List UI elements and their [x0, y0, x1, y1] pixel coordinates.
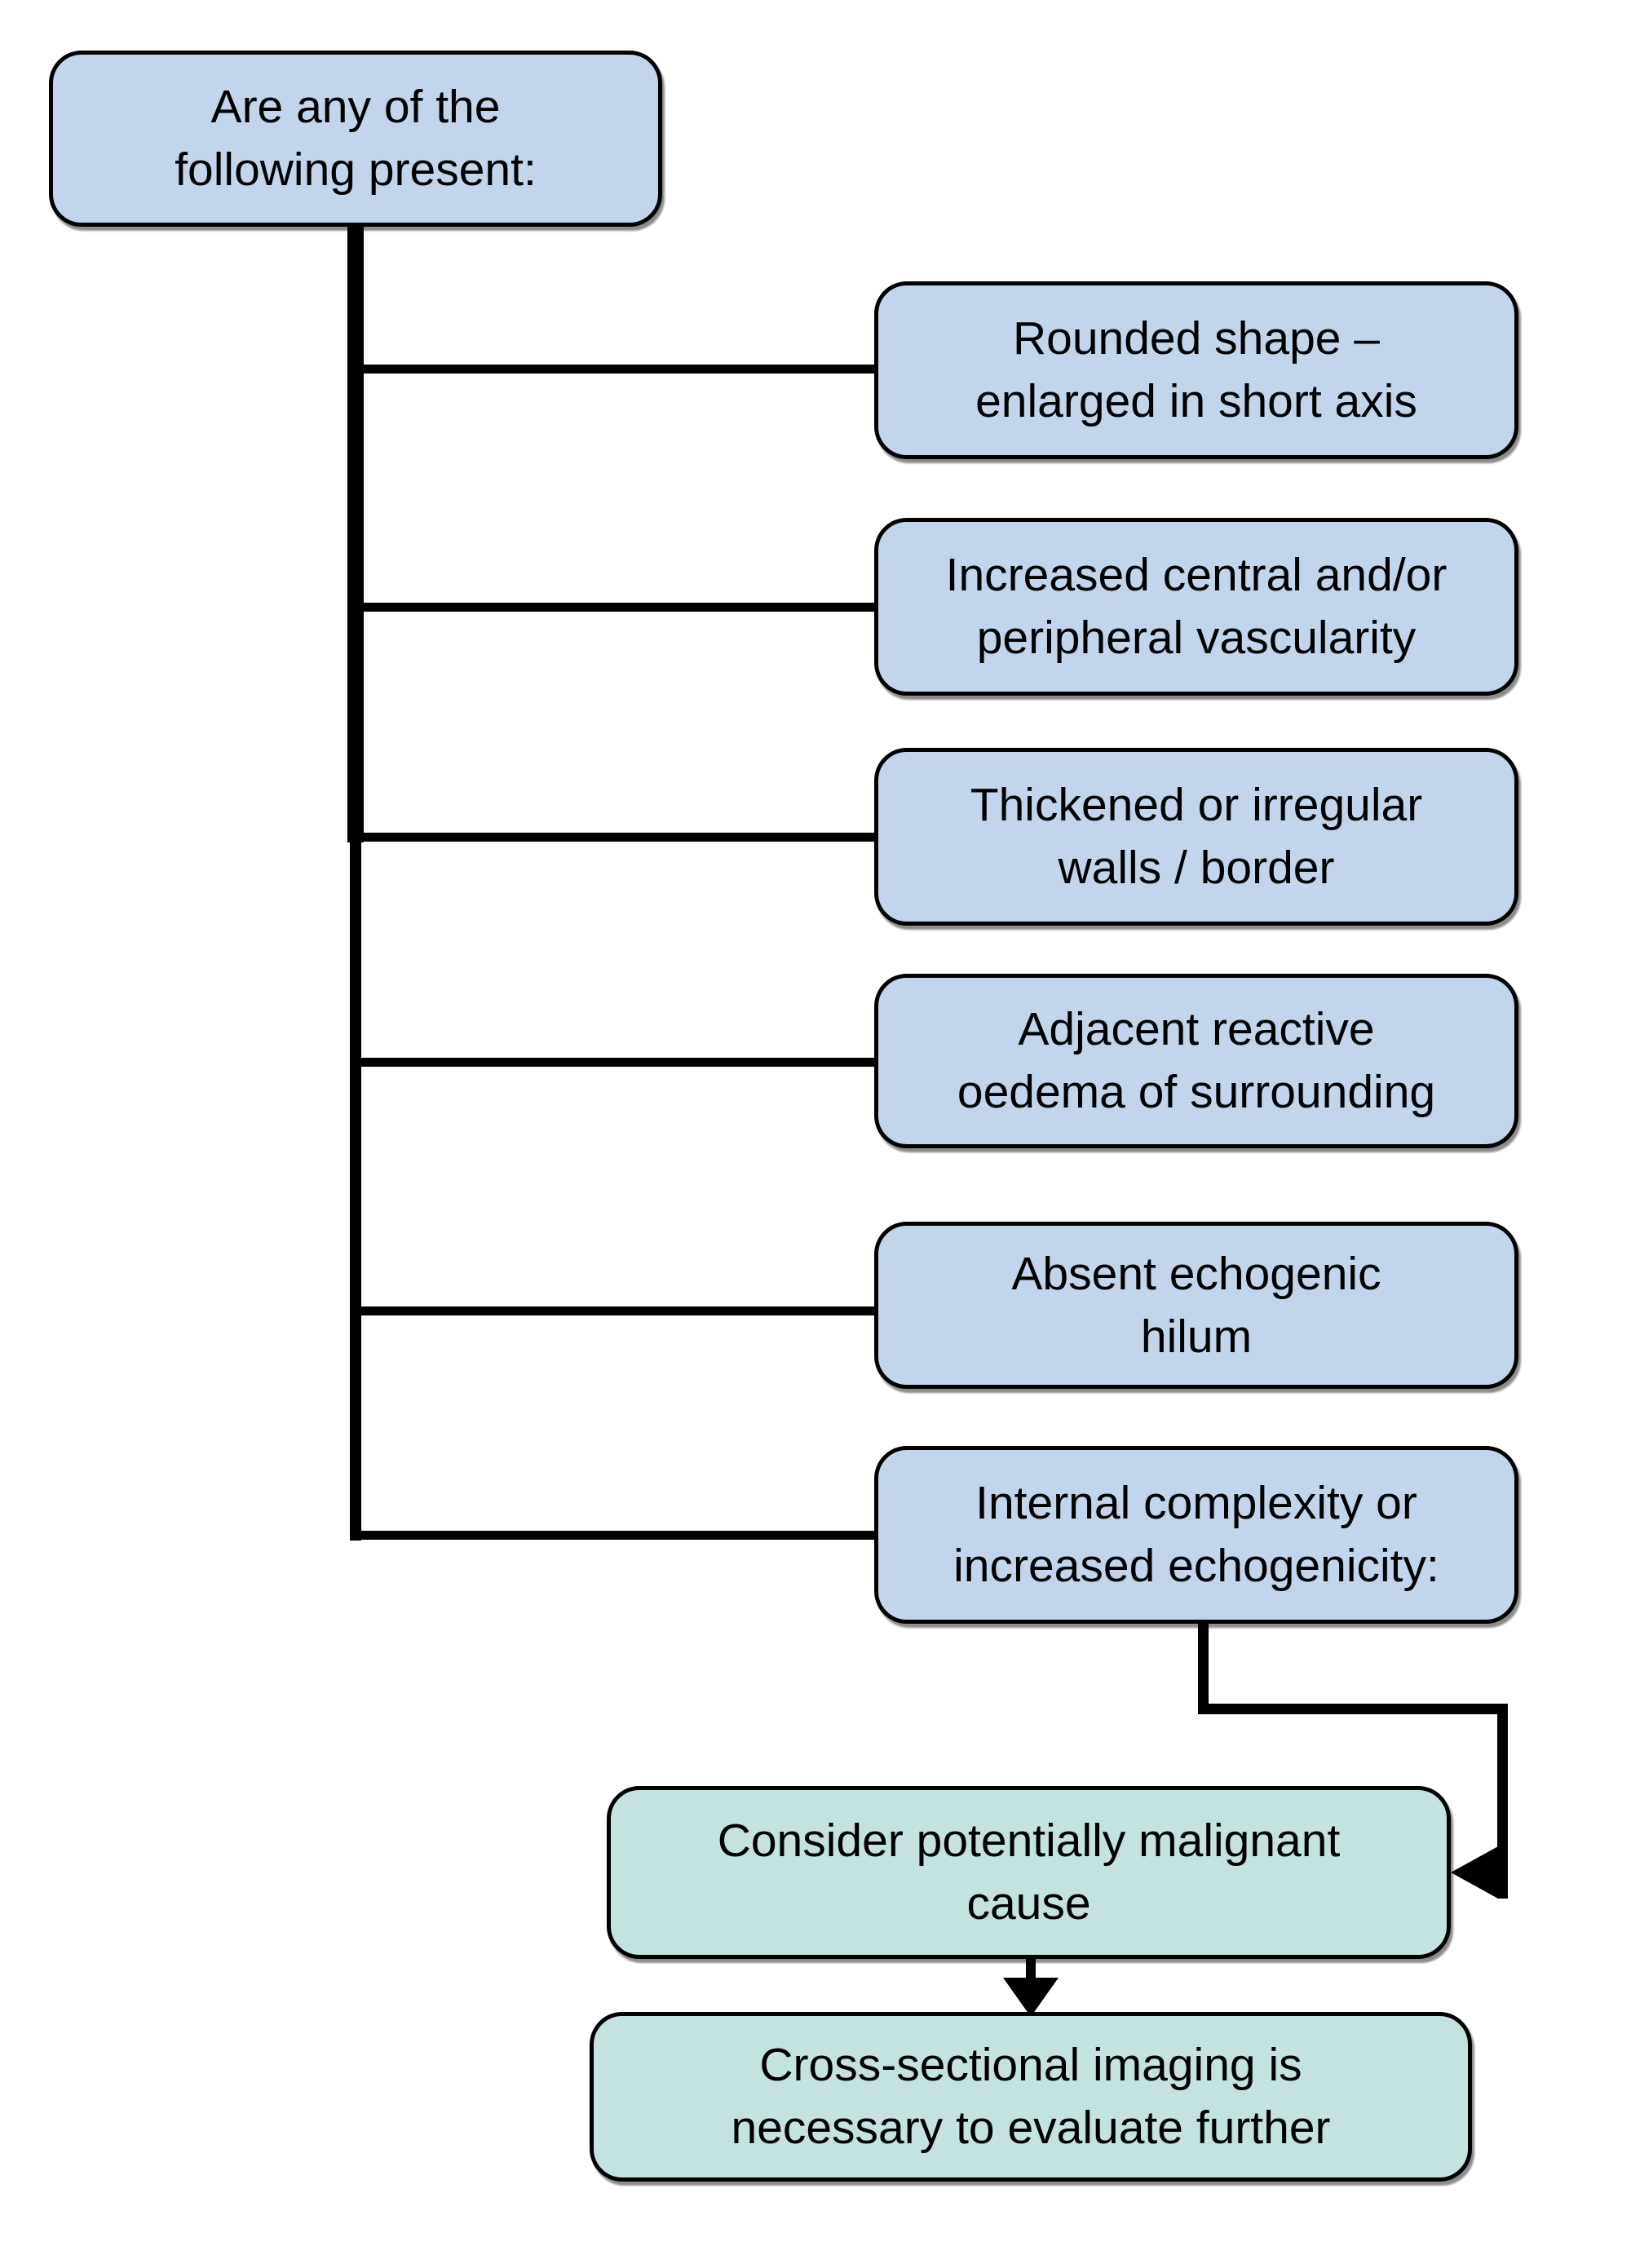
outcome-box-malignant-cause: Consider potentially malignant cause — [607, 1786, 1451, 1959]
elbow-connector-segment-down — [1198, 1622, 1209, 1714]
root-question-line: Are any of the — [210, 81, 501, 133]
branch-line-3 — [356, 833, 882, 842]
criterion-box-rounded-shape: Rounded shape – enlarged in short axis — [874, 281, 1518, 459]
root-question-line: following present: — [175, 144, 537, 196]
outcome-arrow-stem — [1026, 1957, 1036, 1982]
branch-line-2 — [356, 603, 882, 612]
criterion-box-vascularity: Increased central and/or peripheral vasc… — [874, 518, 1518, 696]
criterion-line: Rounded shape – — [1012, 312, 1381, 365]
outcome-line: necessary to evaluate further — [731, 2102, 1331, 2154]
root-question-box: Are any of the following present: — [49, 51, 662, 227]
outcome-line: Consider potentially malignant — [717, 1815, 1341, 1867]
criterion-line: Thickened or irregular — [970, 779, 1423, 831]
criterion-line: peripheral vascularity — [976, 612, 1417, 664]
elbow-connector-segment-down2 — [1497, 1704, 1508, 1899]
criterion-line: hilum — [1140, 1310, 1253, 1363]
trunk-line-upper — [347, 225, 364, 842]
outcome-line: cause — [966, 1877, 1091, 1930]
criterion-box-internal-complexity: Internal complexity or increased echogen… — [874, 1446, 1518, 1624]
outcome-line: Cross-sectional imaging is — [759, 2039, 1302, 2091]
criterion-line: enlarged in short axis — [975, 375, 1417, 427]
criterion-box-absent-hilum: Absent echogenic hilum — [874, 1222, 1518, 1389]
criterion-line: Internal complexity or — [975, 1477, 1417, 1529]
outcome-box-cross-sectional-imaging: Cross-sectional imaging is necessary to … — [590, 2012, 1472, 2182]
criterion-box-thickened-walls: Thickened or irregular walls / border — [874, 748, 1518, 926]
criterion-line: increased echogenicity: — [953, 1540, 1439, 1592]
criterion-line: walls / border — [1058, 842, 1335, 894]
elbow-connector-segment-right — [1198, 1704, 1508, 1714]
criterion-line: Increased central and/or — [945, 549, 1448, 601]
branch-line-5 — [356, 1306, 882, 1315]
arrowhead-left-icon — [1451, 1846, 1498, 1899]
criterion-line: Adjacent reactive — [1018, 1003, 1375, 1055]
branch-line-4 — [356, 1058, 882, 1067]
criterion-line: Absent echogenic — [1011, 1247, 1381, 1300]
trunk-line-lower — [350, 841, 361, 1541]
branch-line-1 — [356, 365, 882, 374]
criterion-line: oedema of surrounding — [957, 1066, 1436, 1118]
branch-line-6 — [356, 1531, 882, 1540]
criterion-box-reactive-oedema: Adjacent reactive oedema of surrounding — [874, 974, 1518, 1148]
arrowhead-down-icon — [1003, 1978, 1059, 2017]
